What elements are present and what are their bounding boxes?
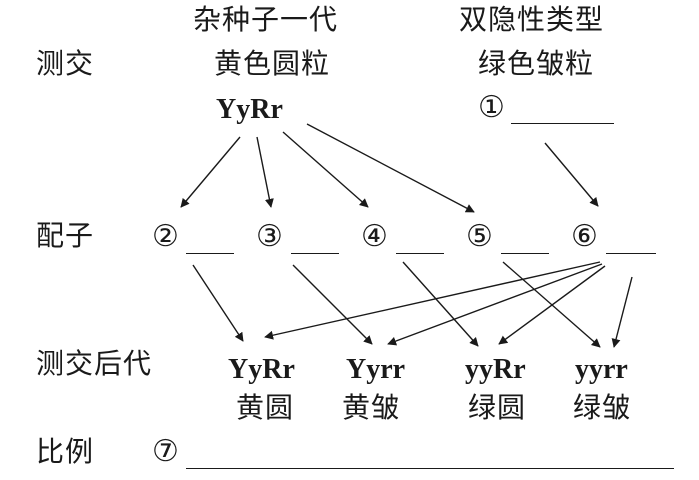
arrow-gamete-6-to-offspring-2	[387, 263, 603, 346]
gamete-blank-2-line[interactable]	[186, 253, 234, 254]
arrow-f1-to-gamete-5	[306, 123, 475, 213]
gamete-blank-6-marker: ⑥	[571, 219, 598, 254]
offspring-genotype-3: yyRr	[465, 354, 526, 385]
offspring-phenotype-4: 绿皱	[573, 391, 632, 424]
f1-genotype: YyRr	[216, 94, 283, 125]
arrow-gamete-6-to-offspring-1	[264, 261, 601, 340]
arrow-gamete-6-to-offspring-4	[611, 276, 633, 348]
offspring-genotype-2: Yyrr	[346, 354, 406, 385]
double-recessive-title: 双隐性类型	[459, 3, 605, 36]
yellow-round-phenotype: 黄色圆粒	[214, 47, 331, 80]
offspring-genotype-4: yyrr	[575, 354, 628, 385]
arrow-gamete-4-to-offspring-3	[402, 261, 479, 347]
gamete-blank-5-line[interactable]	[501, 253, 549, 254]
gamete-blank-3-marker: ③	[256, 219, 283, 254]
ratio-label: 比例	[36, 435, 95, 468]
gamete-blank-4-line[interactable]	[396, 253, 444, 254]
offspring-genotype-1: YyRr	[228, 354, 295, 385]
arrow-f1-to-gamete-3	[256, 136, 274, 208]
blank-1-marker: ①	[478, 90, 505, 125]
offspring-phenotype-2: 黄皱	[342, 391, 401, 424]
blank-1-line[interactable]	[511, 123, 614, 124]
testcross-label: 测交	[36, 47, 95, 80]
ratio-blank-7-line[interactable]	[186, 468, 674, 469]
arrow-gamete-3-to-offspring-2	[292, 264, 373, 345]
gametes-label: 配子	[36, 219, 95, 252]
arrow-gamete-6-to-offspring-3	[498, 265, 606, 345]
ratio-blank-7-marker: ⑦	[152, 434, 179, 469]
green-wrinkled-phenotype: 绿色皱粒	[478, 47, 595, 80]
arrow-f1-to-gamete-2	[180, 136, 241, 208]
gamete-blank-2-marker: ②	[152, 219, 179, 254]
gamete-blank-4-marker: ④	[361, 219, 388, 254]
arrow-recessive-to-gamete-6	[544, 142, 599, 207]
offspring-label: 测交后代	[36, 347, 153, 380]
arrow-gamete-2-to-offspring-1	[192, 264, 244, 342]
offspring-phenotype-3: 绿圆	[468, 391, 527, 424]
arrow-f1-to-gamete-4	[282, 131, 369, 208]
gamete-blank-6-line[interactable]	[606, 253, 656, 254]
offspring-phenotype-1: 黄圆	[236, 391, 295, 424]
gamete-blank-5-marker: ⑤	[466, 219, 493, 254]
hybrid-f1-title: 杂种子一代	[193, 3, 339, 36]
gamete-blank-3-line[interactable]	[291, 253, 339, 254]
